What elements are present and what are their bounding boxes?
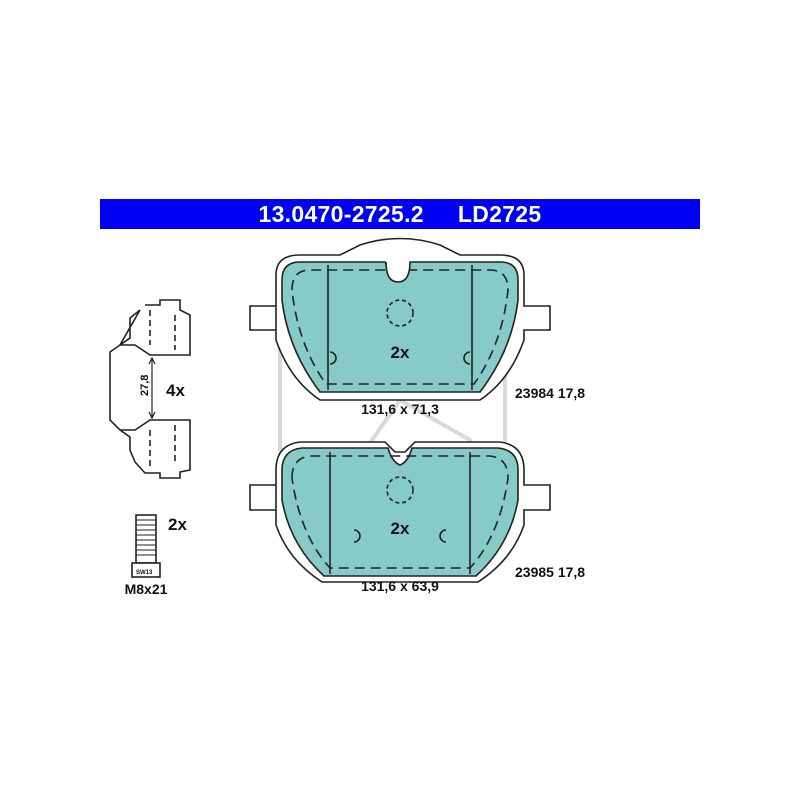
pad-upper-code: 23984 17,8 <box>515 385 585 401</box>
clip-dashes <box>149 310 176 470</box>
lining-inner-dash-upper <box>291 269 509 385</box>
pad-lower-quantity: 2x <box>391 519 410 538</box>
brake-pad-upper <box>249 237 551 401</box>
retaining-clip <box>109 299 191 479</box>
bolt-thread-lines <box>136 519 156 556</box>
bolt-wrench-mark: SW13 <box>136 570 153 576</box>
pad-upper-quantity: 2x <box>391 343 410 362</box>
title-banner: 13.0470-2725.2 LD2725 <box>100 199 700 229</box>
reference-code: LD2725 <box>457 200 542 227</box>
lining-inner-dash-lower <box>291 455 509 569</box>
pin-left-upper <box>329 351 337 365</box>
friction-lining-upper <box>281 261 519 393</box>
clip-quantity: 4x <box>166 381 185 400</box>
clip-dimension-label: 27,8 <box>139 375 151 396</box>
part-number: 13.0470-2725.2 <box>258 200 424 227</box>
sensor-circle-lower <box>386 476 414 504</box>
bolt <box>131 514 161 578</box>
brake-pad-lower <box>249 441 551 583</box>
clip-outline <box>109 299 191 479</box>
bolt-thread <box>135 514 157 564</box>
pin-right-lower <box>439 529 447 543</box>
sensor-circle-upper <box>386 299 414 327</box>
pad-lower-code: 23985 17,8 <box>515 564 585 580</box>
notch-upper <box>385 261 411 283</box>
pad-upper-dimensions: 131,6 x 71,3 <box>361 401 439 417</box>
pin-left-lower <box>353 529 361 543</box>
arrow-bottom <box>148 411 156 420</box>
bolt-quantity: 2x <box>168 515 187 534</box>
pin-right-upper <box>463 351 471 365</box>
arrow-top <box>148 356 156 365</box>
pad-lower-dimensions: 131,6 x 63,9 <box>361 578 439 594</box>
friction-lining-lower <box>281 447 519 577</box>
bolt-head <box>131 562 161 578</box>
bolt-size: M8x21 <box>125 581 168 597</box>
